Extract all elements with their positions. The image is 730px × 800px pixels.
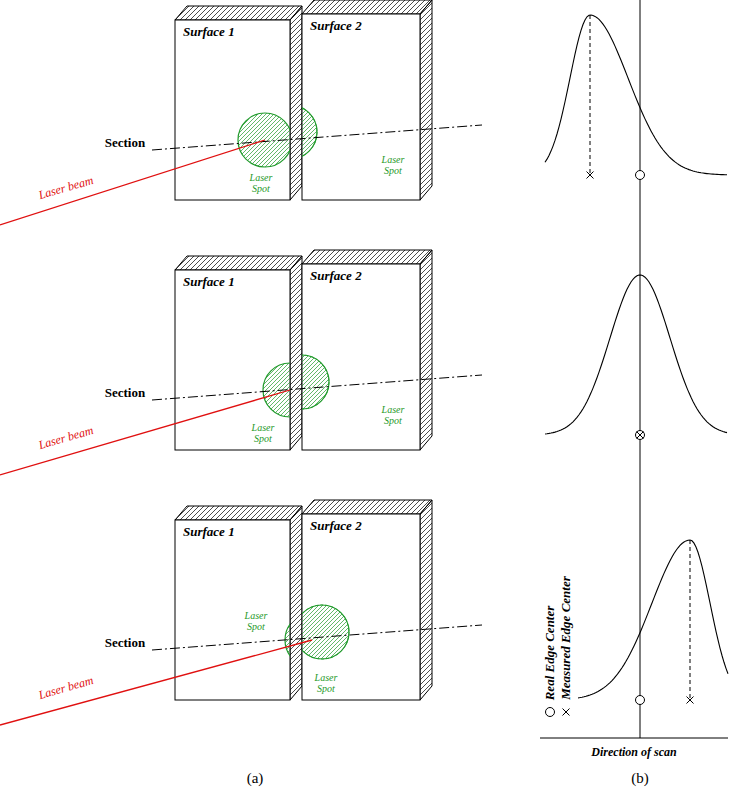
spot-outline	[302, 605, 349, 659]
profiles	[540, 0, 728, 738]
block-top	[175, 6, 302, 20]
laser-beam	[0, 140, 265, 225]
block-top	[302, 250, 432, 264]
spot-label: Laser Spot	[245, 172, 277, 194]
intensity-curve	[545, 275, 727, 434]
section-label: Section	[105, 635, 145, 651]
block-pair	[0, 0, 482, 225]
legend-text: Measured Edge Center	[558, 577, 574, 701]
block-top	[175, 256, 302, 270]
surface-face: Surface 2 Laser Spot	[302, 14, 420, 200]
panel-label: (b)	[631, 770, 649, 787]
surface-label: Surface 1	[183, 274, 235, 290]
spot-label: Laser Spot	[247, 422, 279, 444]
surface-face: Surface 1 Laser Spot	[175, 270, 290, 450]
panel-label: (a)	[247, 770, 264, 787]
section-line	[152, 375, 482, 400]
block-top	[175, 506, 302, 520]
intensity-curve	[578, 540, 728, 698]
surface-label: Surface 2	[310, 18, 362, 34]
beam-label: Laser beam	[37, 423, 95, 453]
block-side	[420, 0, 432, 200]
block-face	[175, 270, 290, 450]
section-label: Section	[105, 135, 145, 151]
measured-center-mark	[637, 432, 644, 439]
scan-axis	[540, 738, 728, 739]
peak-line	[690, 540, 691, 700]
section-label: Section	[105, 385, 145, 401]
laser-beam	[0, 640, 312, 725]
peak-line	[590, 15, 591, 175]
center-axis	[640, 0, 641, 738]
surface-face: Surface 2 Laser Spot	[302, 264, 420, 450]
block-pair	[0, 500, 482, 725]
laser-beam	[0, 390, 290, 475]
block-pair	[0, 250, 482, 475]
spot-label: Laser Spot	[377, 404, 409, 426]
beam-label: Laser beam	[37, 673, 95, 703]
spot-label: Laser Spot	[377, 154, 409, 176]
surface-face: Surface 1 Laser Spot	[175, 20, 290, 200]
laser-spot	[302, 355, 329, 409]
block-face	[175, 20, 290, 200]
legend-circle	[546, 708, 555, 717]
blocks-art	[0, 0, 482, 725]
section-line	[152, 125, 482, 150]
spot-label: Laser Spot	[310, 672, 342, 694]
block-face	[302, 14, 420, 200]
beam-label: Laser beam	[37, 173, 95, 203]
legend-cross	[563, 709, 570, 716]
surface-face: Surface 1 Laser Spot	[175, 520, 290, 700]
surface-label: Surface 1	[183, 24, 235, 40]
block-side	[420, 250, 432, 450]
legend-text: Real Edge Center	[542, 605, 558, 700]
spot-label: Laser Spot	[240, 610, 272, 632]
block-side	[290, 6, 302, 200]
block-side	[290, 256, 302, 450]
block-top	[302, 500, 432, 514]
axis-label: Direction of scan	[591, 745, 676, 760]
surface-label: Surface 2	[310, 268, 362, 284]
surface-face: Surface 2 Laser Spot	[302, 514, 420, 700]
intensity-curve	[545, 15, 727, 175]
block-side	[290, 506, 302, 700]
real-center-mark	[636, 171, 645, 180]
measured-center-mark	[687, 697, 694, 704]
surface-label: Surface 2	[310, 518, 362, 534]
section-line	[152, 625, 482, 650]
spot-outline	[302, 355, 329, 409]
laser-spot	[302, 605, 349, 659]
laser-spot	[302, 105, 317, 159]
spot-outline	[302, 105, 317, 159]
block-side	[420, 500, 432, 700]
surface-label: Surface 1	[183, 524, 235, 540]
real-center-mark	[636, 431, 645, 440]
block-face	[302, 264, 420, 450]
block-top	[302, 0, 432, 14]
real-center-mark	[636, 696, 645, 705]
measured-center-mark	[587, 172, 594, 179]
